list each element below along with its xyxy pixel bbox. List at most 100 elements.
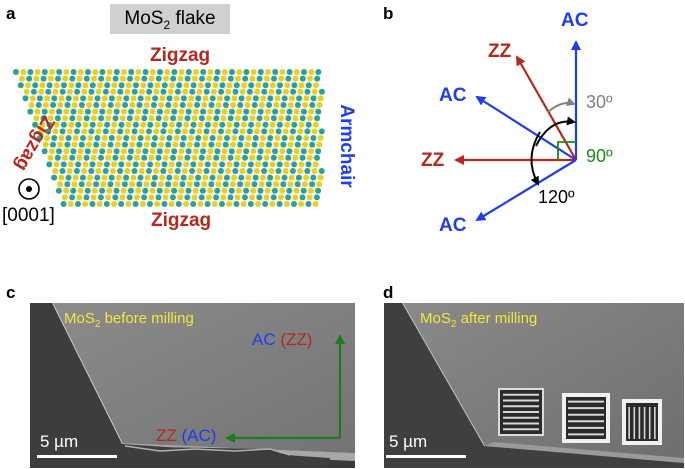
caption-d-rest: after milling	[456, 310, 538, 327]
lattice-atom	[106, 69, 113, 75]
lattice-atom	[227, 194, 234, 201]
lattice-atom	[185, 69, 192, 75]
lattice-atom	[149, 187, 156, 194]
lattice-atom	[111, 201, 117, 207]
lattice-atom	[156, 148, 163, 155]
lattice-atom	[98, 75, 105, 82]
lattice-atom	[81, 128, 88, 135]
lattice-atom	[270, 154, 277, 161]
lattice-atom	[227, 115, 234, 122]
lattice-atom	[235, 75, 241, 82]
lattice-atom	[230, 141, 236, 148]
lattice-atom	[312, 121, 319, 128]
lattice-atom	[233, 161, 240, 168]
angle-120-arc-lower	[530, 131, 541, 186]
lattice-atom	[156, 187, 163, 194]
lattice-atom	[27, 108, 34, 115]
lattice-atom	[310, 174, 317, 181]
lattice-atom	[251, 181, 258, 188]
panel-label-a: a	[6, 4, 16, 23]
lattice-atom	[119, 75, 126, 82]
lattice-atom	[250, 148, 257, 155]
lattice-atom	[58, 95, 65, 102]
lattice-atom	[44, 95, 51, 102]
lattice-atom	[93, 181, 100, 188]
lattice-atom	[131, 88, 138, 95]
lattice-atom	[261, 88, 268, 95]
lattice-atom	[142, 148, 149, 155]
lattice-atom	[137, 174, 144, 181]
lattice-atom	[181, 168, 188, 174]
flake-title-sub: 2	[163, 17, 171, 32]
lattice-atom	[215, 181, 222, 188]
lattice-atom	[270, 115, 277, 122]
lattice-atom	[168, 161, 175, 168]
lattice-atom	[280, 141, 287, 148]
lattice-atom	[220, 194, 227, 201]
lattice-atom	[224, 95, 231, 102]
lattice-atom	[216, 135, 223, 141]
lattice-atom	[203, 168, 210, 174]
lattice-atom	[184, 115, 191, 122]
lattice-atom	[113, 108, 120, 115]
lattice-atom	[118, 161, 125, 168]
lattice-atom	[260, 95, 267, 102]
lattice-atom	[119, 194, 126, 201]
lattice-atom	[316, 102, 323, 108]
lattice-atom	[215, 102, 222, 108]
lattice-atom	[70, 148, 77, 155]
lattice-atom	[315, 187, 322, 194]
lattice-atom	[137, 135, 144, 141]
lattice-atom	[293, 187, 300, 194]
lattice-atom	[159, 95, 166, 102]
lattice-atom	[307, 75, 313, 82]
lattice-atom	[33, 75, 40, 82]
lattice-atom	[61, 194, 68, 201]
lattice-atom	[34, 69, 41, 75]
lattice-atom	[304, 88, 311, 95]
lattice-atom	[95, 128, 102, 135]
lattice-atom	[211, 161, 218, 168]
lattice-atom	[89, 82, 96, 89]
lattice-atom	[220, 154, 227, 161]
lattice-atom	[143, 141, 150, 148]
lattice-atom	[68, 82, 75, 89]
lattice-atom	[242, 154, 248, 161]
sem-image-before-milling	[30, 303, 355, 468]
lattice-atom	[240, 161, 247, 168]
lattice-atom	[101, 135, 108, 141]
lattice-atom	[139, 201, 146, 207]
lattice-atom	[89, 201, 96, 207]
lattice-atom	[299, 115, 306, 122]
lattice-atom	[78, 102, 85, 108]
lattice-atom	[148, 75, 155, 82]
lattice-atom	[69, 115, 76, 122]
lattice-atom	[70, 108, 77, 115]
label-ac-left: AC	[439, 85, 467, 106]
lattice-atom	[178, 187, 185, 194]
lattice-atom	[289, 168, 296, 174]
lattice-atom	[262, 201, 269, 207]
lattice-atom	[94, 95, 101, 102]
lattice-atom	[139, 161, 146, 168]
lattice-atom	[142, 108, 149, 115]
lattice-atom	[311, 168, 318, 174]
lattice-atom	[123, 174, 130, 181]
lattice-atom	[266, 141, 272, 148]
caption-c-sub: 2	[94, 319, 101, 330]
lattice-atom	[100, 141, 107, 148]
lattice-atom	[153, 128, 160, 135]
lattice-atom	[51, 174, 58, 181]
lattice-atom	[130, 135, 137, 141]
lattice-atom	[74, 88, 81, 95]
lattice-atom	[143, 102, 150, 108]
lattice-atom	[260, 135, 266, 141]
lattice-atom	[244, 181, 251, 188]
lattice-atom	[219, 82, 226, 89]
lattice-atom	[225, 88, 232, 95]
lattice-atom	[90, 194, 97, 201]
lattice-atom	[208, 102, 215, 108]
lattice-atom	[313, 194, 320, 201]
lattice-atom	[80, 95, 87, 102]
lattice-atom	[197, 201, 204, 207]
